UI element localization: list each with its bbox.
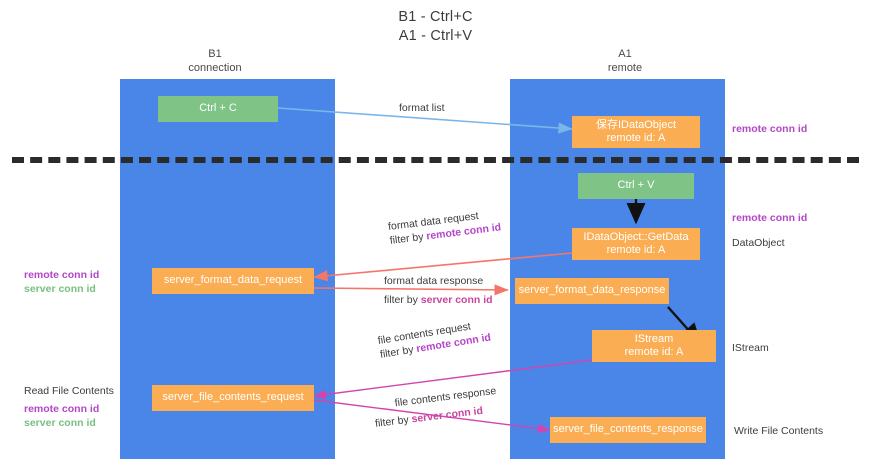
annotation-read-file-contents: Read File Contents bbox=[24, 384, 114, 398]
annotation-read-file-contents-text: Read File Contents bbox=[24, 385, 114, 397]
phase-divider bbox=[12, 157, 859, 163]
annotation-remote-conn-id-top: remote conn id bbox=[732, 122, 807, 136]
annotation-write-file-contents-text: Write File Contents bbox=[734, 425, 824, 437]
edge-label-file-contents-response: file contents response filter by server … bbox=[372, 384, 499, 431]
annotation-left-conn-ids-bottom: remote conn id server conn id bbox=[24, 402, 99, 430]
edge-label-format-data-response-line2: filter by server conn id bbox=[384, 293, 493, 307]
annotation-istream: IStream bbox=[732, 341, 769, 355]
column-header-b1-name: B1 bbox=[208, 48, 222, 60]
annotation-left-mid-remote-text: remote conn id bbox=[24, 269, 100, 281]
annotation-left-bottom-remote-text: remote conn id bbox=[24, 403, 100, 415]
node-istream-line2: remote id: A bbox=[624, 346, 684, 358]
node-server-format-data-request[interactable]: server_format_data_request bbox=[152, 268, 314, 294]
node-ctrl-v-label: Ctrl + V bbox=[617, 179, 655, 192]
node-server-format-data-request-label: server_format_data_request bbox=[163, 274, 303, 287]
column-header-a1-name: A1 bbox=[618, 48, 632, 60]
node-save-idataobject-line2: remote id: A bbox=[606, 132, 666, 144]
annotation-left-conn-ids-mid: remote conn id server conn id bbox=[24, 268, 116, 296]
node-ctrl-v[interactable]: Ctrl + V bbox=[578, 173, 694, 199]
filter-by-prefix: filter by bbox=[389, 230, 428, 247]
filter-by-highlight: server conn id bbox=[420, 294, 493, 306]
node-server-format-data-response-label: server_format_data_response bbox=[518, 284, 666, 297]
edge-label-file-contents-request: file contents request filter by remote c… bbox=[377, 317, 492, 362]
column-header-a1: A1 remote bbox=[540, 48, 710, 75]
column-header-a1-sub: remote bbox=[607, 61, 643, 74]
node-server-format-data-response[interactable]: server_format_data_response bbox=[515, 278, 669, 304]
node-istream-line1: IStream bbox=[634, 332, 674, 345]
column-header-b1-sub: connection bbox=[188, 61, 242, 74]
annotation-left-bottom-server-text: server conn id bbox=[24, 417, 96, 429]
title-line-2: A1 - Ctrl+V bbox=[398, 28, 473, 44]
annotation-dataobject: DataObject bbox=[732, 236, 785, 250]
column-header-b1: B1 connection bbox=[130, 48, 300, 75]
filter-by-highlight: server conn id bbox=[410, 404, 484, 426]
annotation-remote-conn-id-top-text: remote conn id bbox=[732, 123, 808, 135]
node-server-file-contents-request-label: server_file_contents_request bbox=[162, 391, 304, 404]
node-server-file-contents-request[interactable]: server_file_contents_request bbox=[152, 385, 314, 411]
node-save-idataobject-line1: 保存IDataObject bbox=[595, 118, 677, 131]
node-idataobject-getdata-line2: remote id: A bbox=[606, 244, 666, 256]
filter-by-prefix: filter by bbox=[374, 413, 413, 430]
edge-label-format-data-response-line1: format data response bbox=[384, 275, 484, 287]
annotation-remote-conn-id-mid: remote conn id bbox=[732, 211, 807, 225]
diagram-title: B1 - Ctrl+C A1 - Ctrl+V bbox=[0, 8, 871, 46]
node-ctrl-c[interactable]: Ctrl + C bbox=[158, 96, 278, 122]
annotation-write-file-contents: Write File Contents bbox=[734, 424, 823, 438]
filter-by-prefix: filter by bbox=[384, 294, 421, 306]
node-idataobject-getdata-line1: IDataObject::GetData bbox=[583, 230, 689, 243]
annotation-remote-conn-id-mid-text: remote conn id bbox=[732, 212, 808, 224]
edge-label-format-list-text: format list bbox=[399, 102, 445, 114]
annotation-dataobject-text: DataObject bbox=[732, 237, 785, 249]
title-line-1: B1 - Ctrl+C bbox=[398, 9, 473, 25]
edge-label-format-data-request: format data request filter by remote con… bbox=[387, 206, 502, 247]
node-istream[interactable]: IStream remote id: A bbox=[592, 330, 716, 362]
node-ctrl-c-label: Ctrl + C bbox=[199, 102, 237, 115]
edge-label-format-data-response: format data response filter by server co… bbox=[384, 274, 493, 307]
node-idataobject-getdata[interactable]: IDataObject::GetData remote id: A bbox=[572, 228, 700, 260]
node-save-idataobject[interactable]: 保存IDataObject remote id: A bbox=[572, 116, 700, 148]
node-server-file-contents-response-label: server_file_contents_response bbox=[553, 423, 703, 436]
node-server-file-contents-response[interactable]: server_file_contents_response bbox=[550, 417, 706, 443]
annotation-istream-text: IStream bbox=[732, 342, 769, 354]
annotation-left-mid-server-text: server conn id bbox=[24, 283, 96, 295]
edge-label-format-list: format list bbox=[399, 101, 445, 115]
